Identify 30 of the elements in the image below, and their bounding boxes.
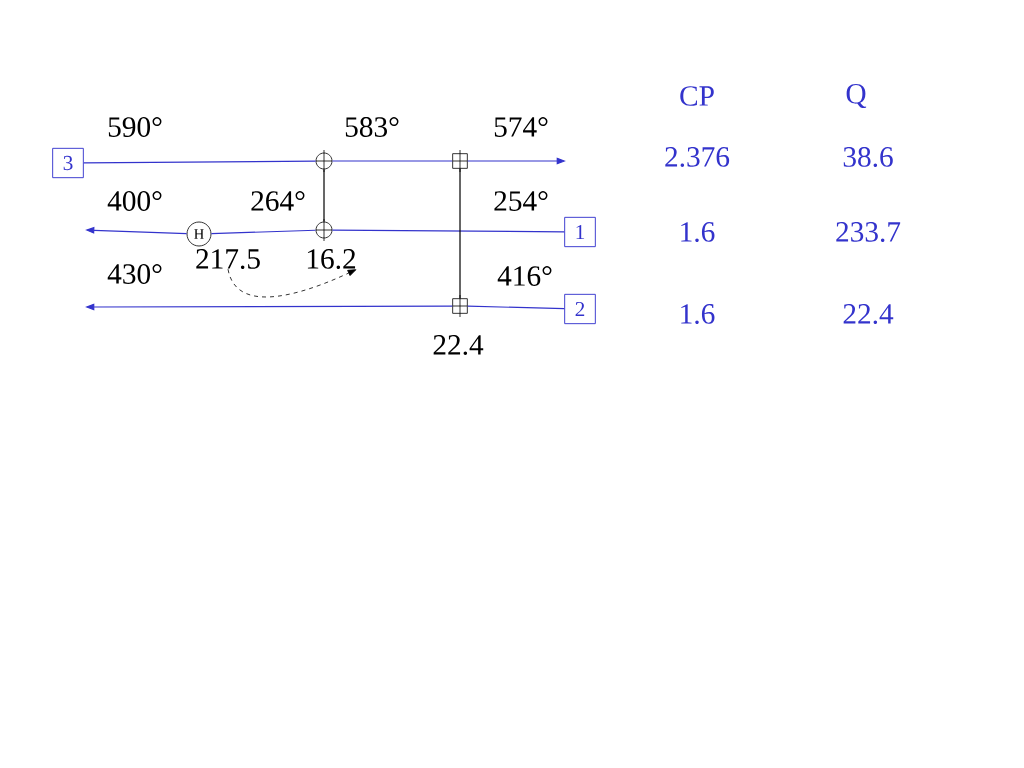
table-value: 233.7 bbox=[836, 222, 901, 242]
match-line bbox=[323, 168, 325, 223]
column-header: CP bbox=[680, 86, 714, 106]
temperature-label: 574° bbox=[494, 117, 548, 137]
table-value: 38.6 bbox=[843, 147, 893, 167]
table-value: 1.6 bbox=[681, 222, 715, 242]
temperature-label: 254° bbox=[494, 191, 548, 211]
temperature-label: 430° bbox=[107, 264, 162, 284]
table-value: 22.4 bbox=[843, 304, 894, 324]
match-line bbox=[459, 168, 461, 299]
temperature-label: 583° bbox=[345, 117, 399, 137]
stream-line bbox=[83, 160, 317, 164]
stream-number-box: 1 bbox=[564, 216, 596, 248]
stream-line bbox=[331, 160, 453, 162]
stream-number-box: 2 bbox=[564, 293, 596, 325]
stream-number-box: 3 bbox=[52, 147, 84, 179]
temperature-label: 264° bbox=[251, 191, 305, 211]
temperature-label: 416° bbox=[497, 266, 552, 286]
dashed-arrow bbox=[227, 268, 357, 298]
load-value: 217.5 bbox=[196, 249, 260, 269]
load-value: 16.2 bbox=[307, 249, 356, 269]
column-header: Q bbox=[846, 83, 867, 109]
stream-line bbox=[467, 305, 565, 310]
table-value: 2.376 bbox=[665, 147, 730, 167]
stream-line bbox=[331, 229, 565, 233]
stream-line bbox=[210, 229, 317, 235]
temperature-label: 590° bbox=[108, 117, 162, 137]
table-value: 1.6 bbox=[681, 304, 715, 324]
duty-value: 22.4 bbox=[433, 335, 484, 355]
temperature-label: 400° bbox=[107, 191, 162, 211]
